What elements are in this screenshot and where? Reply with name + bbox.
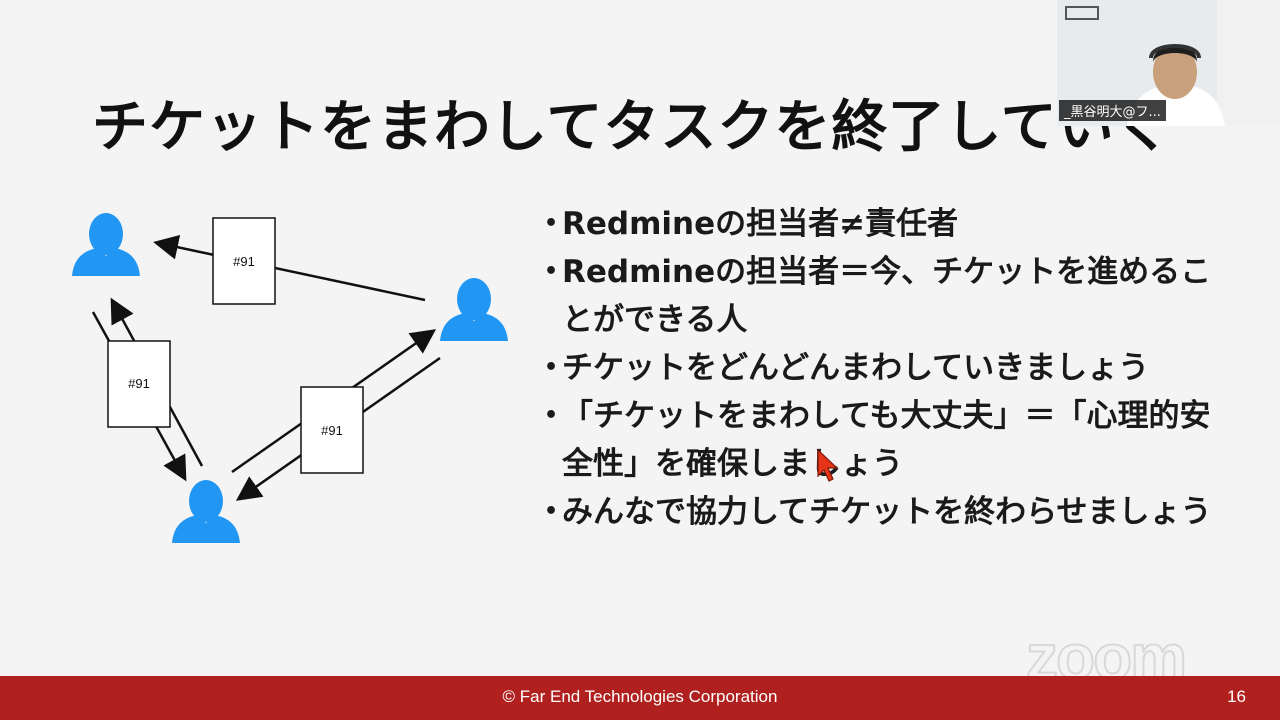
person-icon [72,213,140,276]
bullet-list: •Redmineの担当者≠責任者 •Redmineの担当者＝今、チケットを進める… [540,200,1240,536]
arrow-right-to-top [153,234,426,302]
bullet-item: •みんなで協力してチケットを終わらせましょう [544,494,1212,530]
bullet-item: •「チケットをまわしても大丈夫」＝「心理的安 [544,398,1211,434]
participant-name-label: _黒谷明大@フ... [1059,100,1166,121]
bullet-continuation: とができる人 [562,302,748,338]
bullet-continuation: 全性」を確保しましょう [562,446,903,482]
ticket-label-left: #91 [128,376,150,391]
bullet-item: •Redmineの担当者＝今、チケットを進めるこ [544,254,1212,290]
bullet-item: •Redmineの担当者≠責任者 [544,206,959,242]
person-icon [440,278,508,341]
ticket-card-right: #91 [300,386,364,474]
company-logo-icon [1065,6,1099,20]
ticket-card-top: #91 [212,217,276,305]
slide-footer: © Far End Technologies Corporation 16 [0,676,1280,720]
ticket-card-left: #91 [107,340,171,428]
footer-copyright: © Far End Technologies Corporation [502,687,778,706]
participant-video-tile[interactable]: _黒谷明大@フ... [1057,0,1280,126]
mouse-cursor-icon [817,448,839,482]
ticket-label-top: #91 [233,254,255,269]
page-number: 16 [1227,687,1246,706]
participant-avatar [1127,0,1280,126]
ticket-flow-diagram: #91 #91 #91 [72,213,508,543]
slide-title: チケットをまわしてタスクを終了していく [92,95,1172,160]
person-icon [172,480,240,543]
ticket-label-right: #91 [321,423,343,438]
bullet-item: •チケットをどんどんまわしていきましょう [544,350,1150,386]
